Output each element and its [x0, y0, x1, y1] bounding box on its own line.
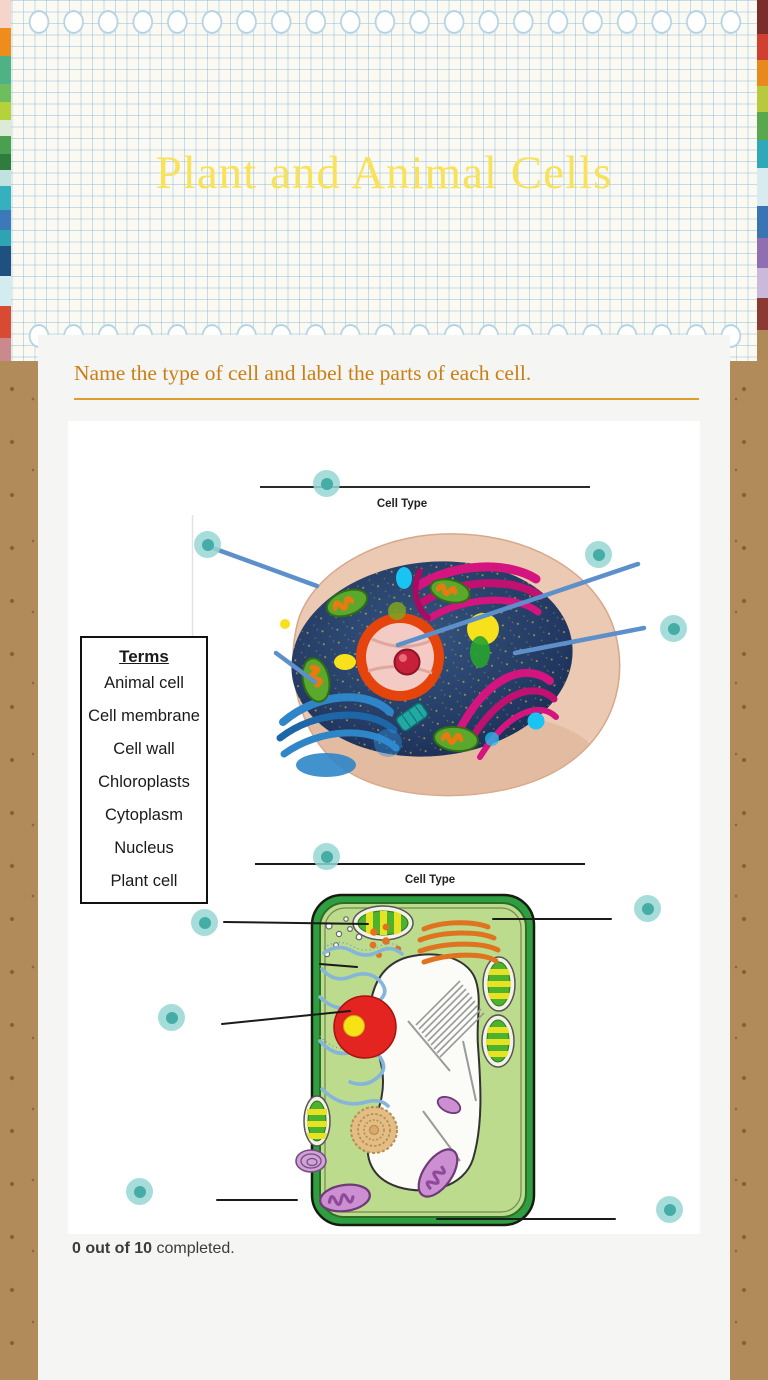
amyloplast-icon — [350, 1106, 398, 1154]
vesicle-dots-white — [323, 916, 363, 958]
mitochondrion-icon — [325, 588, 369, 618]
labeling-image-area[interactable]: Cell Type — [68, 421, 700, 1234]
drop-marker-animal-cell-type[interactable] — [313, 470, 340, 497]
animal-cell-leader-lines — [207, 544, 647, 685]
er-ribosome-texture — [319, 941, 403, 1053]
drop-marker-plant-cytoplasm[interactable] — [634, 895, 661, 922]
plant-mitochondrion-icon — [319, 1183, 371, 1213]
animal-cell-illustration — [276, 533, 621, 797]
progress-status: 0 out of 10 completed. — [72, 1240, 235, 1258]
drop-marker-plant-nucleus[interactable] — [158, 1004, 185, 1031]
worksheet-card: Name the type of cell and label the part… — [38, 335, 730, 1380]
plant-cell-diagram: Cell Type — [216, 863, 616, 1227]
term-cytoplasm: Cytoplasm — [105, 806, 183, 824]
header-right-color-stripe — [757, 0, 768, 361]
terms-title: Terms — [119, 647, 169, 666]
terms-word-bank: Terms Animal cell Cell membrane Cell wal… — [80, 636, 208, 904]
worksheet-header-banner: Plant and Animal Cells — [0, 0, 768, 361]
endoplasmic-reticulum-orange — [417, 920, 501, 965]
term-cell-wall: Cell wall — [113, 740, 175, 758]
question-heading: Name the type of cell and label the part… — [74, 361, 532, 385]
term-plant-cell: Plant cell — [110, 872, 178, 890]
header-left-color-stripe — [0, 0, 11, 361]
progress-count: 0 out of 10 — [72, 1240, 153, 1257]
drop-marker-plant-cell-type[interactable] — [313, 843, 340, 870]
centriole-icon — [395, 702, 429, 732]
drop-marker-plant-cell-wall[interactable] — [656, 1196, 683, 1223]
drop-marker-animal-membrane[interactable] — [194, 531, 221, 558]
drop-marker-animal-nucleus[interactable] — [585, 541, 612, 568]
drop-marker-animal-cytoplasm[interactable] — [660, 615, 687, 642]
header-binder-holes-top — [26, 9, 754, 35]
plant-cell-type-label: Cell Type — [405, 874, 455, 886]
page-title: Plant and Animal Cells — [155, 147, 613, 199]
animal-cell-type-label: Cell Type — [377, 498, 427, 510]
term-animal-cell: Animal cell — [104, 674, 184, 692]
term-cell-membrane: Cell membrane — [88, 707, 200, 725]
term-nucleus: Nucleus — [114, 839, 174, 857]
plant-cell-leader-lines — [216, 918, 616, 1220]
drop-marker-plant-membrane[interactable] — [126, 1178, 153, 1205]
drop-marker-plant-chloroplast[interactable] — [191, 909, 218, 936]
question-divider — [74, 398, 699, 400]
plant-cell-illustration — [295, 893, 536, 1227]
animal-cell-diagram: Cell Type — [207, 486, 647, 797]
golgi-spiral-icon — [295, 1149, 327, 1173]
progress-suffix: completed. — [152, 1240, 235, 1257]
cytoskeleton-lines — [407, 980, 485, 1162]
term-chloroplasts: Chloroplasts — [98, 773, 190, 791]
cell-diagrams-graphic: Cell Type — [191, 486, 647, 1227]
